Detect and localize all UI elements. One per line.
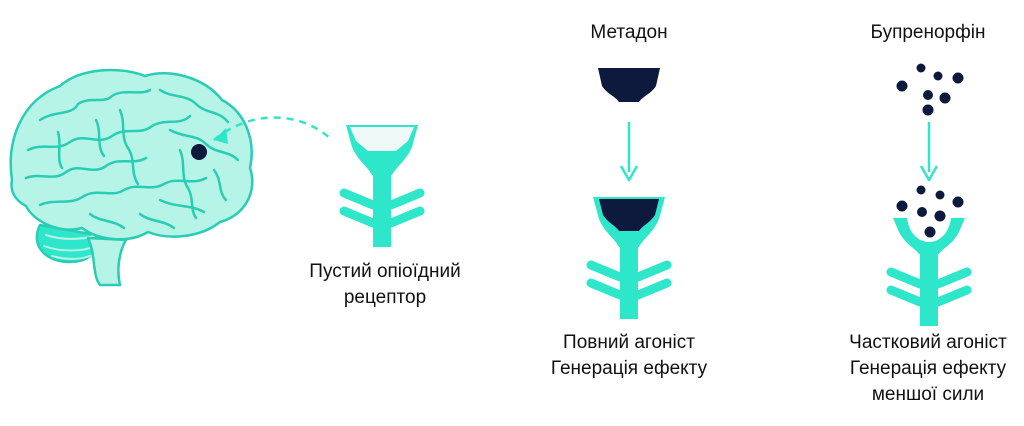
down-arrow-icon — [919, 122, 939, 182]
down-arrow-icon — [619, 122, 639, 182]
buprenorphine-molecules-bound — [896, 185, 964, 238]
brain-to-receptor-connector — [213, 116, 333, 141]
methadone-caption-line1: Повний агоніст — [563, 332, 695, 353]
connector-arrowhead — [214, 128, 228, 144]
empty-receptor — [344, 125, 420, 247]
buprenorphine-title: Бупренорфін — [870, 22, 986, 43]
methadone-caption: Повний агоніст Генерація ефекту — [551, 330, 707, 382]
buprenorphine-caption-line3: меншої сили — [871, 384, 985, 405]
buprenorphine-caption: Частковий агоніст Генерація ефекту меншо… — [849, 330, 1007, 408]
empty-receptor-caption-line2: рецептор — [343, 287, 427, 308]
buprenorphine-caption-line1: Частковий агоніст — [849, 332, 1007, 353]
methadone-receptor — [591, 197, 667, 319]
methadone-caption-line2: Генерація ефекту — [550, 358, 708, 379]
empty-receptor-caption: Пустий опіоїдний рецептор — [309, 259, 460, 311]
buprenorphine-receptor — [891, 218, 967, 326]
brain-illustration — [9, 68, 254, 287]
buprenorphine-molecules — [896, 63, 964, 116]
empty-receptor-caption-line1: Пустий опіоїдний — [309, 261, 461, 282]
methadone-title: Метадон — [590, 22, 668, 43]
receptor-location-dot — [191, 144, 207, 160]
methadone-molecule — [598, 68, 660, 102]
buprenorphine-caption-line2: Генерація ефекту — [849, 358, 1007, 379]
